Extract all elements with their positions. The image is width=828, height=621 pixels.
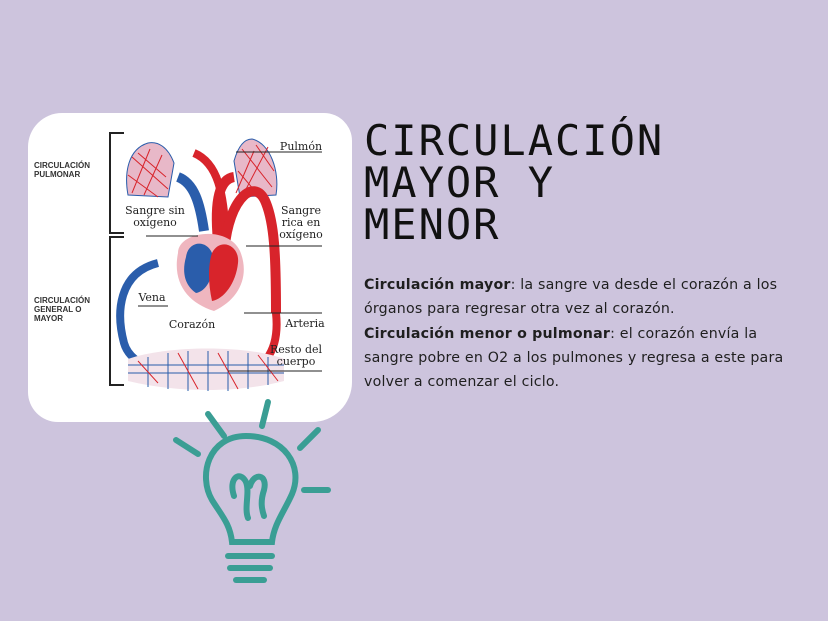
page-title: CIRCULACIÓN MAYOR Y MENOR: [364, 120, 784, 246]
label-pulmon: Pulmón: [279, 140, 323, 153]
lightbulb-icon: [173, 399, 331, 583]
heart-circulation-illustration: [109, 132, 322, 391]
text-mayor: : la sangre va desde el corazón a los ór…: [364, 277, 778, 318]
lungs: [126, 138, 278, 198]
label-sangre-rica: Sangre rica en oxígeno: [279, 204, 323, 241]
title-line-1: CIRCULACIÓN: [364, 116, 665, 165]
circulation-diagram: CIRCULACIÓN PULMONAR CIRCULACIÓN GENERAL…: [28, 113, 352, 422]
label-corazon: Corazón: [168, 318, 216, 331]
paragraph-mayor: Circulación mayor: la sangre va desde el…: [364, 273, 794, 322]
title-line-2: MAYOR Y: [364, 158, 556, 207]
label-sangre-sin: Sangre sin oxígeno: [125, 204, 185, 229]
label-general: CIRCULACIÓN GENERAL O MAYOR: [34, 296, 90, 323]
term-mayor: Circulación mayor: [364, 277, 511, 293]
title-line-3: MENOR: [364, 200, 501, 249]
label-pulmonar: CIRCULACIÓN PULMONAR: [34, 161, 90, 179]
term-menor: Circulación menor o pulmonar: [364, 325, 611, 342]
label-arteria: Arteria: [285, 317, 325, 330]
description: Circulación mayor: la sangre va desde el…: [364, 273, 794, 394]
paragraph-menor: Circulación menor o pulmonar: el corazón…: [364, 322, 794, 395]
label-resto: Resto del cuerpo: [269, 343, 323, 368]
text-menor: : el corazón envía la sangre pobre en O2…: [364, 325, 784, 391]
label-vena: Vena: [138, 291, 166, 304]
